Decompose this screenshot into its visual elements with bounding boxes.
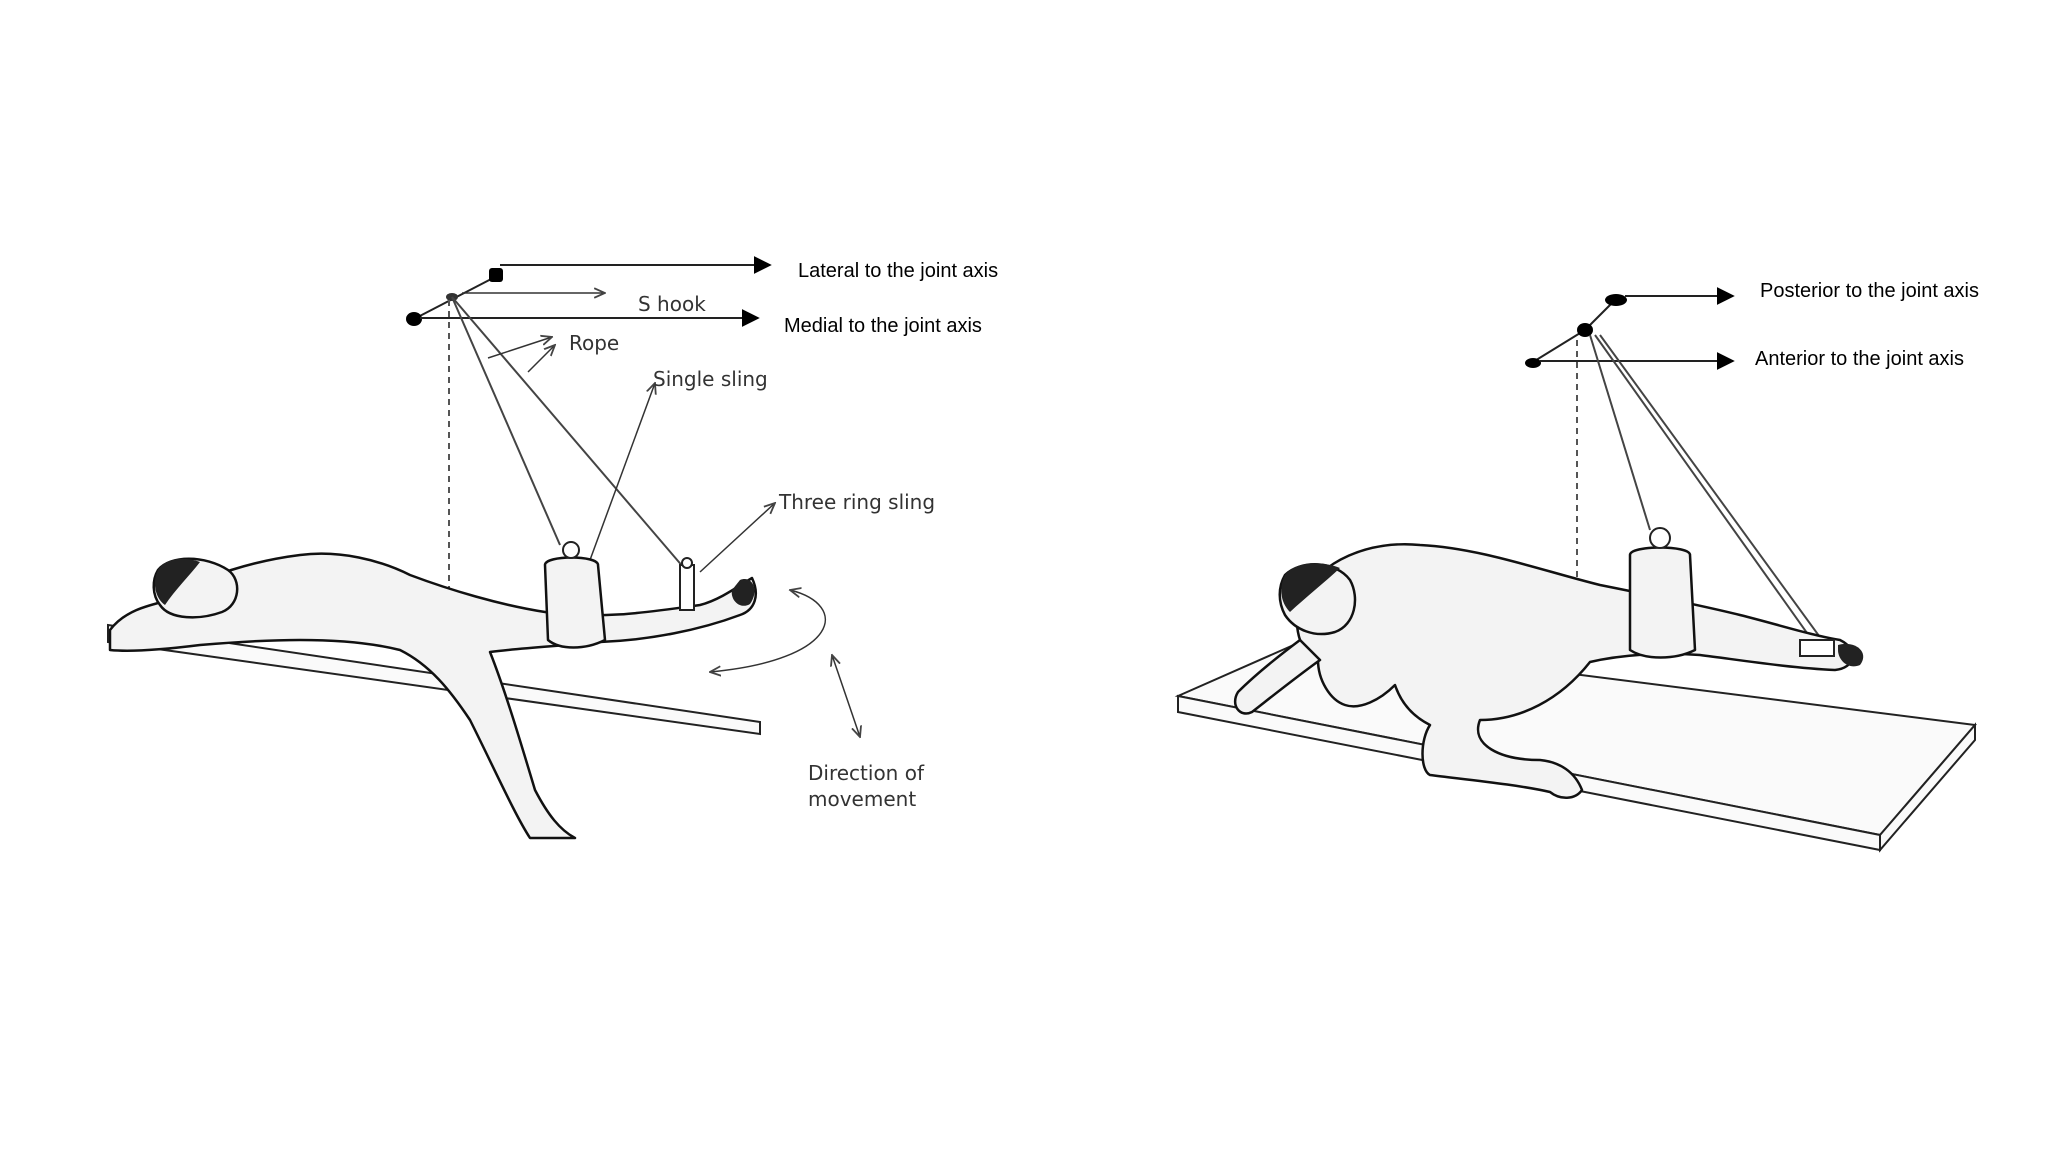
rope-to-thigh <box>451 296 561 546</box>
lateral-axis-label: Lateral to the joint axis <box>798 260 998 282</box>
direction-label-line1: Direction of <box>808 761 925 785</box>
movement-arc <box>710 590 827 672</box>
right-rope-to-ankle-2 <box>1599 334 1823 641</box>
right-sidelying-diagram: Posterior to the joint axis Anterior to … <box>1174 280 1979 853</box>
three-ring-sling-pointer <box>699 503 775 573</box>
right-rope-to-thigh <box>1589 334 1651 531</box>
direction-pointer <box>832 655 860 737</box>
single-sling <box>543 556 607 649</box>
right-fixation-points <box>1525 294 1627 368</box>
anterior-axis-label: Anterior to the joint axis <box>1755 348 1964 370</box>
rope-to-ankle <box>451 296 691 576</box>
right-single-sling <box>1628 546 1697 659</box>
left-supine-diagram: S hook Rope Single sling Three ring slin… <box>107 256 998 840</box>
right-ankle-sling <box>1799 639 1864 667</box>
single-sling-label: Single sling <box>653 367 768 391</box>
right-patient-arm <box>1233 638 1322 715</box>
s-hook-label: S hook <box>638 292 706 316</box>
rope-label: Rope <box>569 331 619 355</box>
single-sling-pointer <box>589 383 655 561</box>
posterior-axis-label: Posterior to the joint axis <box>1760 280 1979 302</box>
direction-label-line2: movement <box>808 787 916 811</box>
three-ring-sling-label: Three ring sling <box>778 490 935 514</box>
right-rope-to-ankle-1 <box>1594 334 1813 641</box>
rope-pointer-2 <box>527 345 555 373</box>
medial-axis-label: Medial to the joint axis <box>784 315 982 337</box>
left-plank <box>107 623 761 736</box>
rope-pointer-1 <box>487 337 552 359</box>
